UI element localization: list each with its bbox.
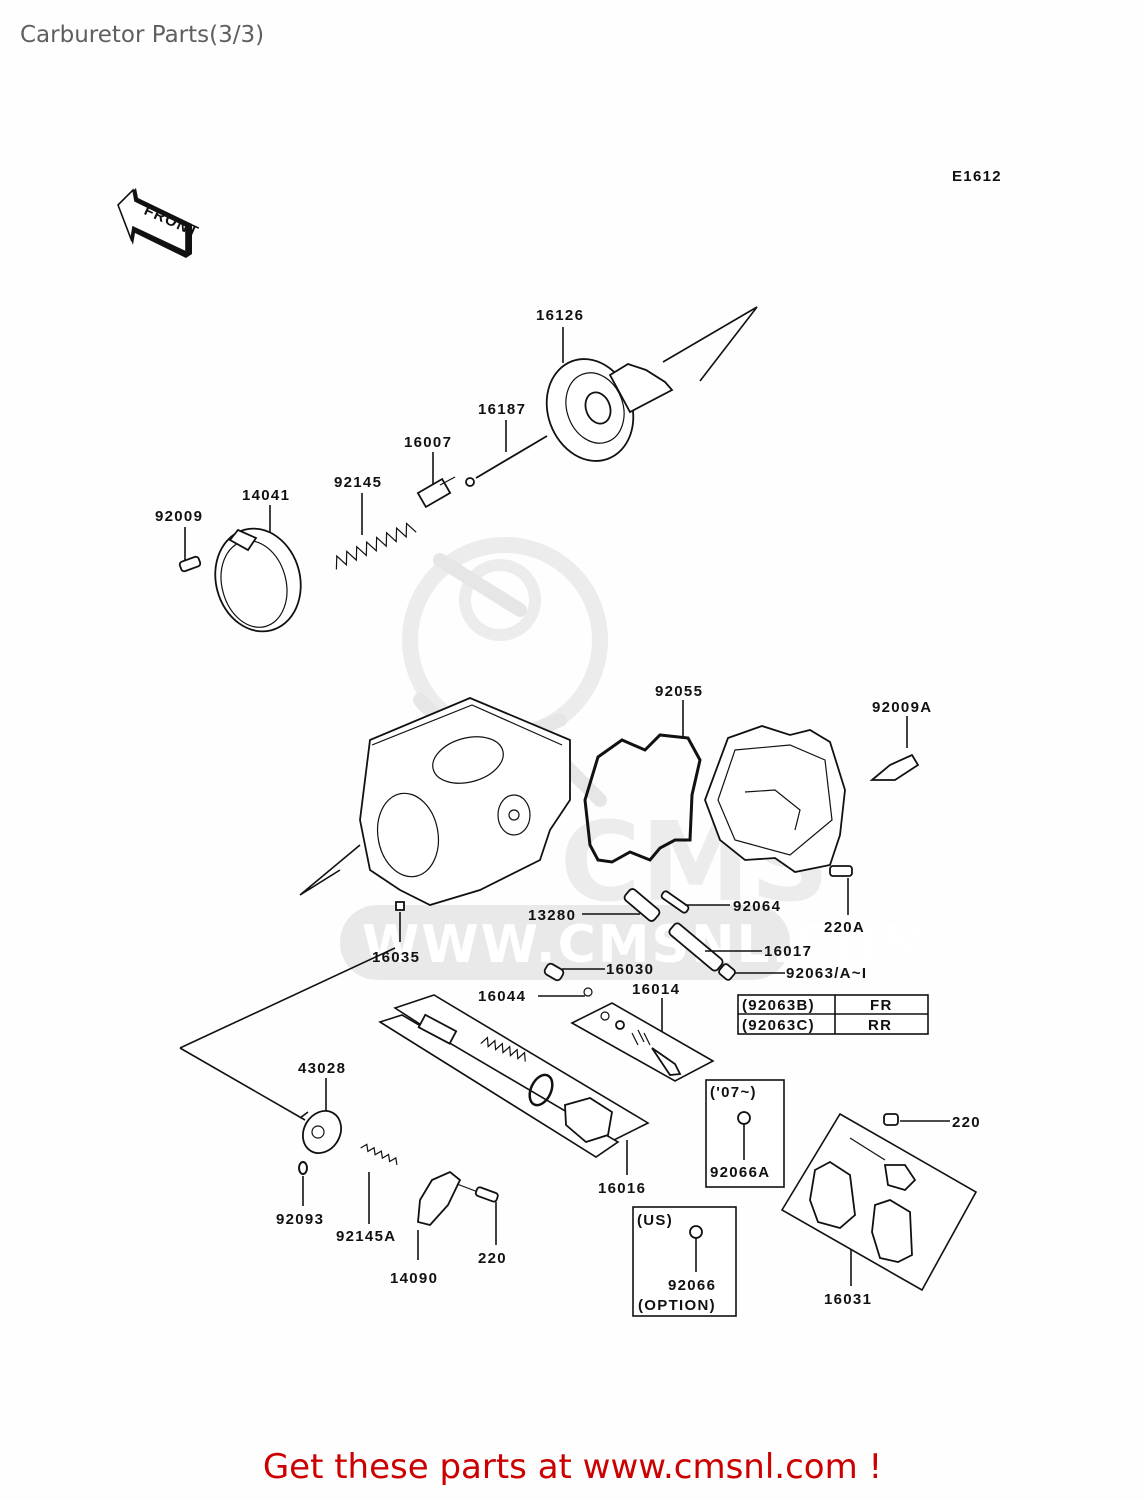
label-220A: 220A (824, 919, 865, 936)
part-14090-cover[interactable] (417, 1170, 462, 1260)
footer-promo-link[interactable]: Get these parts at www.cmsnl.com ! (262, 1447, 883, 1487)
part-92064[interactable] (660, 890, 730, 914)
label-13280: 13280 (528, 907, 576, 924)
watermark-logo-eye (459, 559, 541, 641)
part-220-screw-lower[interactable] (456, 1183, 499, 1245)
label-220-right: 220 (952, 1114, 981, 1131)
label-16044: 16044 (478, 988, 526, 1005)
part-16030[interactable] (543, 962, 605, 982)
label-14041: 14041 (242, 487, 290, 504)
part-92009-screw[interactable] (178, 527, 202, 573)
label-16031: 16031 (824, 1291, 872, 1308)
part-92009A-screw[interactable] (869, 716, 920, 781)
part-43028-diaphragm[interactable] (295, 1078, 348, 1160)
label-92064: 92064 (733, 898, 781, 915)
page-title: Carburetor Parts(3/3) (20, 22, 265, 48)
label-14090: 14090 (390, 1270, 438, 1287)
label-92145A: 92145A (336, 1228, 396, 1245)
note-us: (US) (637, 1212, 673, 1229)
label-92145: 92145 (334, 474, 382, 491)
label-43028: 43028 (298, 1060, 346, 1077)
part-16035[interactable] (395, 901, 405, 942)
variant-code-1: (92063C) (742, 1017, 815, 1034)
part-16126-diaphragm[interactable] (533, 306, 758, 473)
label-220-lower: 220 (478, 1250, 507, 1267)
label-92063: 92063/A~I (786, 965, 867, 982)
label-92009: 92009 (155, 508, 203, 525)
part-16016-choke-kit[interactable] (179, 947, 650, 1175)
part-14041-top-cover[interactable] (204, 505, 312, 641)
part-220A-screw[interactable] (829, 865, 853, 915)
part-16017-jet[interactable] (668, 922, 762, 973)
watermark-text: WWW.CMSNL.COM (362, 915, 933, 975)
label-16035: 16035 (372, 949, 420, 966)
label-92066: 92066 (668, 1277, 716, 1294)
part-92055-gasket[interactable] (583, 700, 702, 864)
note-year: ('07~) (710, 1084, 757, 1101)
label-16187: 16187 (478, 401, 526, 418)
part-92063-jet[interactable] (718, 963, 785, 981)
part-16007-needle-holder[interactable] (416, 452, 456, 509)
label-16030: 16030 (606, 961, 654, 978)
label-16017: 16017 (764, 943, 812, 960)
variant-position-0: FR (870, 997, 893, 1014)
part-92093-o-ring[interactable] (298, 1161, 308, 1206)
note-box-us: (US) 92066 (OPTION) (632, 1206, 737, 1317)
part-92145A-spring[interactable] (360, 1143, 400, 1224)
part-16187-jet-needle[interactable] (465, 420, 548, 487)
note-option: (OPTION) (638, 1297, 716, 1314)
part-220-screw-right[interactable] (883, 1113, 950, 1126)
note-box-07: ('07~) 92066A (705, 1079, 785, 1188)
diagram-code: E1612 (952, 168, 1002, 185)
label-92066A: 92066A (710, 1164, 770, 1181)
label-92093: 92093 (276, 1211, 324, 1228)
part-16044-clip[interactable] (538, 987, 593, 997)
label-16007: 16007 (404, 434, 452, 451)
label-92055: 92055 (655, 683, 703, 700)
part-carburetor-body (299, 697, 571, 906)
part-92145-spring[interactable] (331, 493, 417, 570)
label-16014: 16014 (632, 981, 680, 998)
part-16014-pilot-screw-kit[interactable] (570, 998, 715, 1082)
variant-code-0: (92063B) (742, 997, 815, 1014)
front-arrow-icon: FRONT (117, 188, 202, 258)
label-16126: 16126 (536, 307, 584, 324)
label-92009A: 92009A (872, 699, 932, 716)
part-float-bowl (704, 725, 846, 873)
label-16016: 16016 (598, 1180, 646, 1197)
variant-table: (92063B) FR (92063C) RR (737, 994, 929, 1035)
variant-position-1: RR (868, 1017, 892, 1034)
part-16031-float[interactable] (780, 1112, 978, 1292)
part-13280[interactable] (582, 887, 661, 922)
